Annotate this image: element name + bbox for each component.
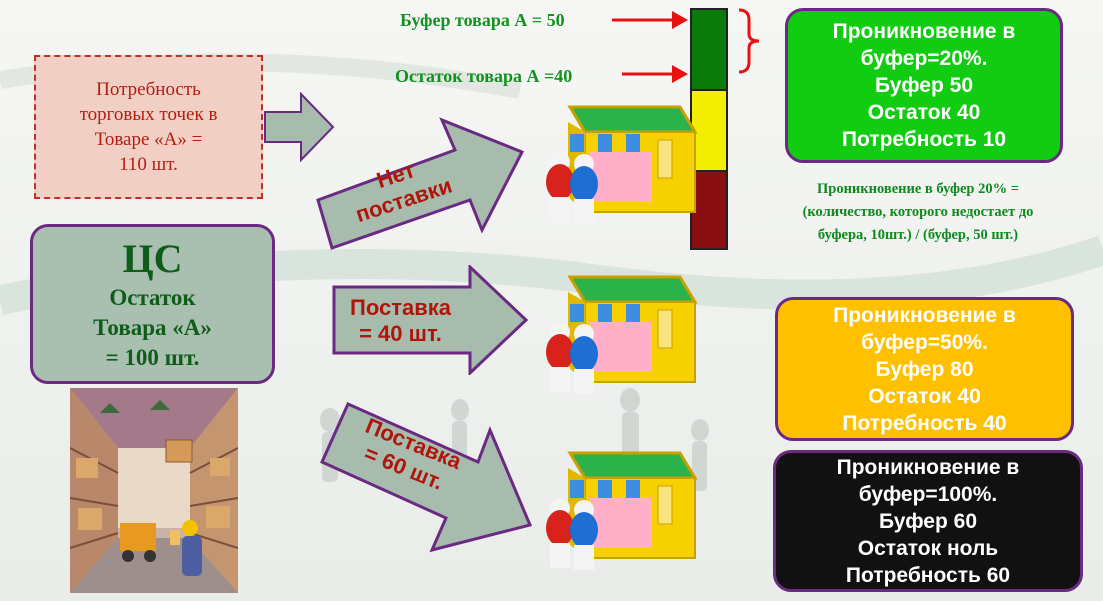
info-line: Потребность 10 <box>841 128 1007 151</box>
info-line: Остаток ноль <box>857 536 999 560</box>
need-arrow <box>264 92 335 162</box>
info-line: буфер=50%. <box>861 330 988 354</box>
buffer-yellow-zone <box>692 91 726 172</box>
info-line: Проникновение в <box>836 455 1020 479</box>
formula-line: (количество, которого недостает до <box>802 204 1034 220</box>
need-line: торговых точек в <box>79 104 218 125</box>
no-delivery-arrow <box>316 117 525 250</box>
info-line: Проникновение в <box>832 20 1016 43</box>
dc-line: Товара «А» <box>93 315 212 340</box>
info-line: Буфер 60 <box>878 509 978 533</box>
info-box-yellow: Проникновение в буфер=50%. Буфер 80 Оста… <box>775 297 1074 441</box>
dc-line: = 100 шт. <box>105 345 200 370</box>
buffer-label: Буфер товара А = 50 <box>400 10 565 30</box>
shop-icon <box>546 451 698 570</box>
arrow-line: Поставка <box>350 295 451 320</box>
info-line: Потребность 60 <box>845 563 1011 587</box>
arrow-line: = 40 шт. <box>359 321 442 346</box>
penetration-formula: Проникновение в буфер 20% = (количество,… <box>748 178 1088 247</box>
remaining-label: Остаток товара А =40 <box>395 66 573 86</box>
delivery-40-label: Поставка = 40 шт. <box>350 295 451 347</box>
warehouse-illustration <box>70 388 238 593</box>
buffer-red-zone <box>692 172 726 248</box>
delivery-40-arrow <box>332 265 529 375</box>
remaining-pointer-arrow <box>622 65 688 83</box>
info-line: Буфер 80 <box>875 357 974 381</box>
formula-line: Проникновение в буфер 20% = <box>816 181 1020 197</box>
need-line: 110 шт. <box>119 154 178 175</box>
info-line: Остаток 40 <box>867 101 981 124</box>
info-line: буфер=100%. <box>858 482 998 506</box>
info-line: Проникновение в <box>833 303 1016 327</box>
retail-need-box: Потребность торговых точек в Товаре «А» … <box>34 55 263 199</box>
shop-icon <box>546 105 698 224</box>
dc-title: ЦС <box>122 236 183 281</box>
buffer-pointer-arrow <box>612 11 688 29</box>
shop-icon <box>546 275 698 394</box>
info-line: Буфер 50 <box>874 74 974 97</box>
formula-line: буфера, 10шт.) / (буфер, 50 шт.) <box>817 227 1019 243</box>
dc-line: Остаток <box>109 285 196 310</box>
buffer-green-zone <box>692 10 726 91</box>
info-box-black: Проникновение в буфер=100%. Буфер 60 Ост… <box>773 450 1083 592</box>
delivery-60-arrow <box>320 402 533 553</box>
need-line: Товаре «А» = <box>94 129 203 150</box>
penetration-brace <box>738 8 760 74</box>
info-line: Потребность 40 <box>842 411 1007 435</box>
info-box-green: Проникновение в буфер=20%. Буфер 50 Оста… <box>785 8 1063 163</box>
need-line: Потребность <box>96 79 201 100</box>
info-line: Остаток 40 <box>868 384 981 408</box>
distribution-center-box: ЦС Остаток Товара «А» = 100 шт. <box>30 224 275 384</box>
info-line: буфер=20%. <box>860 47 988 70</box>
